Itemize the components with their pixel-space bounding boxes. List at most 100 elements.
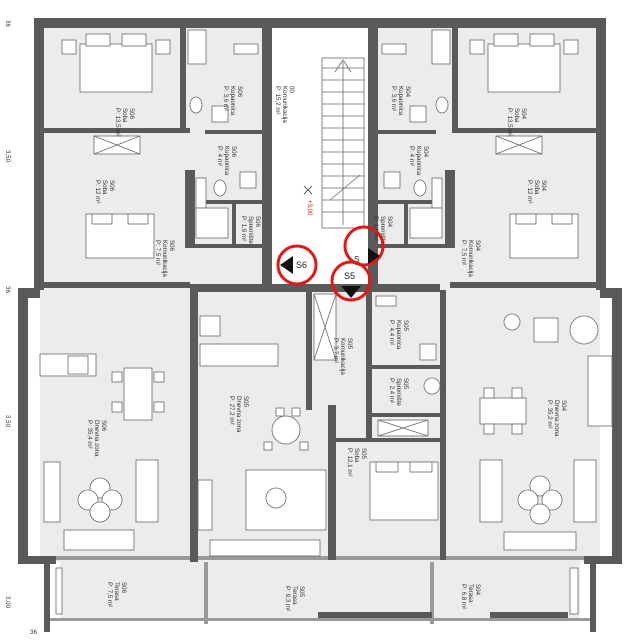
- svg-text:Kupaonica: Kupaonica: [395, 320, 402, 350]
- svg-text:S06: S06: [236, 86, 243, 98]
- room-label-s05-komunikacija: S05 Komunikacija P: 3,7 m²: [332, 338, 353, 375]
- room-label-s04-soba-2: S04 Soba P: 12 m²: [526, 180, 547, 203]
- svg-text:P: 7,5 m²: P: 7,5 m²: [106, 582, 113, 607]
- svg-text:S06: S06: [168, 240, 175, 252]
- room-label-s06-kupaonica-2: S06 Kupaonica P: 4 m²: [216, 146, 237, 176]
- svg-text:S04: S04: [520, 108, 527, 120]
- side-mark: 3,50: [4, 415, 11, 428]
- section-marker-s6-label: S6: [296, 260, 307, 270]
- room-label-s04-master: S04 Soba P: 13,5 m²: [506, 108, 527, 137]
- svg-text:P: 7,5 m²: P: 7,5 m²: [154, 240, 161, 265]
- svg-text:S06: S06: [120, 582, 127, 594]
- svg-text:P: 4 m²: P: 4 m²: [408, 146, 415, 166]
- svg-text:00: 00: [288, 86, 295, 93]
- side-mark: 36: [30, 629, 37, 636]
- svg-text:Kupaonica: Kupaonica: [415, 146, 422, 176]
- room-label-s05-spremiste: S05 Spremište P: 2,4 m²: [388, 378, 409, 406]
- side-mark: 3,50: [4, 150, 11, 163]
- svg-text:S05: S05: [360, 448, 367, 460]
- svg-text:P: 35,4 m²: P: 35,4 m²: [86, 420, 93, 449]
- svg-text:Komunikacija: Komunikacija: [281, 86, 288, 123]
- section-marker-s4-partial: S: [343, 225, 385, 267]
- svg-text:S05: S05: [298, 586, 305, 598]
- room-label-s04-spremiste: S04 Spremište P: 1,9 m²: [372, 216, 393, 244]
- room-label-s04-kupaonica-2: S04 Kupaonica P: 4 m²: [408, 146, 429, 176]
- level-marker: +3,00: [303, 185, 313, 216]
- room-label-s04-terasa: S04 Terasa P: 6,8 m²: [460, 584, 481, 609]
- svg-text:P: 15,2 m²: P: 15,2 m²: [274, 86, 281, 115]
- svg-text:S05: S05: [346, 338, 353, 350]
- side-marks: 36 3,50 3,50 36 3,00 36: [4, 20, 37, 636]
- svg-text:P: 7,5 m²: P: 7,5 m²: [460, 240, 467, 265]
- svg-text:Kupaonica: Kupaonica: [397, 86, 404, 116]
- svg-text:P: 1,9 m²: P: 1,9 m²: [240, 216, 247, 241]
- walls: [18, 18, 622, 632]
- svg-text:P: 35,2 m²: P: 35,2 m²: [546, 400, 553, 429]
- room-label-s05-kupaonica: S05 Kupaonica P: 4,4 m²: [388, 320, 409, 350]
- side-mark: 3,00: [4, 596, 11, 609]
- room-label-s06-master: S06 Soba P: 13,5 m²: [114, 108, 135, 137]
- svg-text:P: 4,4 m²: P: 4,4 m²: [388, 320, 395, 345]
- svg-text:P: 2,4 m²: P: 2,4 m²: [388, 378, 395, 403]
- svg-text:Komunikacija: Komunikacija: [339, 338, 346, 375]
- svg-text:S06: S06: [230, 146, 237, 158]
- svg-text:Soba: Soba: [513, 108, 520, 123]
- svg-text:Komunikacija: Komunikacija: [161, 240, 168, 277]
- room-label-s04-dnevna-zona: S04 Dnevna zona P: 35,2 m²: [546, 400, 567, 437]
- svg-text:Terasa: Terasa: [113, 582, 120, 601]
- svg-text:Spremište: Spremište: [379, 216, 386, 244]
- svg-text:Soba: Soba: [121, 108, 128, 123]
- svg-text:Dnevna zona: Dnevna zona: [93, 420, 100, 457]
- furniture: [39, 29, 613, 615]
- svg-text:Terasa: Terasa: [291, 586, 298, 605]
- svg-text:P: 12,1 m²: P: 12,1 m²: [346, 448, 353, 477]
- svg-text:Terasa: Terasa: [467, 584, 474, 603]
- svg-text:Spremište: Spremište: [247, 216, 254, 244]
- svg-text:S04: S04: [404, 86, 411, 98]
- svg-text:S04: S04: [474, 584, 481, 596]
- svg-text:Soba: Soba: [353, 448, 360, 463]
- svg-text:S04: S04: [560, 400, 567, 412]
- room-label-s06-spremiste: S06 Spremište P: 1,9 m²: [240, 216, 261, 244]
- room-label-s06-komunikacija: S06 Komunikacija P: 7,5 m²: [154, 240, 175, 277]
- svg-text:P: 13,5 m²: P: 13,5 m²: [506, 108, 513, 137]
- svg-text:S04: S04: [474, 240, 481, 252]
- svg-text:P: 9,3 m²: P: 9,3 m²: [284, 586, 291, 611]
- svg-text:P: 27,2 m²: P: 27,2 m²: [228, 396, 235, 425]
- room-labels: S06 Soba P: 13,5 m² S06 Kupaonica P: 3,6…: [86, 86, 567, 611]
- room-label-s05-dnevna-zona: S05 Dnevna zona P: 27,2 m²: [228, 396, 249, 433]
- svg-text:S06: S06: [100, 420, 107, 432]
- svg-text:Komunikacija: Komunikacija: [467, 240, 474, 277]
- svg-text:S04: S04: [422, 146, 429, 158]
- svg-text:Kupaonica: Kupaonica: [223, 146, 230, 176]
- side-mark: 36: [4, 20, 11, 27]
- svg-text:S06: S06: [108, 180, 115, 192]
- svg-text:S04: S04: [386, 216, 393, 228]
- room-label-s04-komunikacija: S04 Komunikacija P: 7,5 m²: [460, 240, 481, 277]
- section-marker-s4-partial-label: S: [354, 255, 359, 264]
- svg-text:P: 4 m²: P: 4 m²: [216, 146, 223, 166]
- room-label-s05-terasa: S05 Terasa P: 9,3 m²: [284, 586, 305, 611]
- svg-text:P: 6,8 m²: P: 6,8 m²: [460, 584, 467, 609]
- room-label-s06-soba-2: S06 Soba P: 12 m²: [94, 180, 115, 203]
- svg-text:P: 13,5 m²: P: 13,5 m²: [114, 108, 121, 137]
- svg-text:Soba: Soba: [101, 180, 108, 195]
- svg-text:S05: S05: [242, 396, 249, 408]
- svg-text:P: 12 m²: P: 12 m²: [94, 180, 101, 203]
- side-mark: 36: [4, 286, 11, 293]
- svg-text:Dnevna zona: Dnevna zona: [235, 396, 242, 433]
- room-label-s05-soba: S05 Soba P: 12,1 m²: [346, 448, 367, 477]
- svg-text:S05: S05: [402, 320, 409, 332]
- level-marker-value: +3,00: [306, 200, 312, 216]
- room-label-s04-kupaonica-1: S04 Kupaonica P: 3,6 m²: [390, 86, 411, 116]
- room-label-s06-kupaonica-1: S06 Kupaonica P: 3,6 m²: [222, 86, 243, 116]
- svg-text:Dnevna zona: Dnevna zona: [553, 400, 560, 437]
- staircase: [321, 57, 365, 229]
- svg-text:S06: S06: [128, 108, 135, 120]
- svg-text:P: 3,6 m²: P: 3,6 m²: [222, 86, 229, 111]
- svg-text:Kupaonica: Kupaonica: [229, 86, 236, 116]
- svg-text:P: 3,7 m²: P: 3,7 m²: [332, 338, 339, 363]
- section-marker-s6: S6: [276, 244, 318, 286]
- svg-text:S05: S05: [402, 378, 409, 390]
